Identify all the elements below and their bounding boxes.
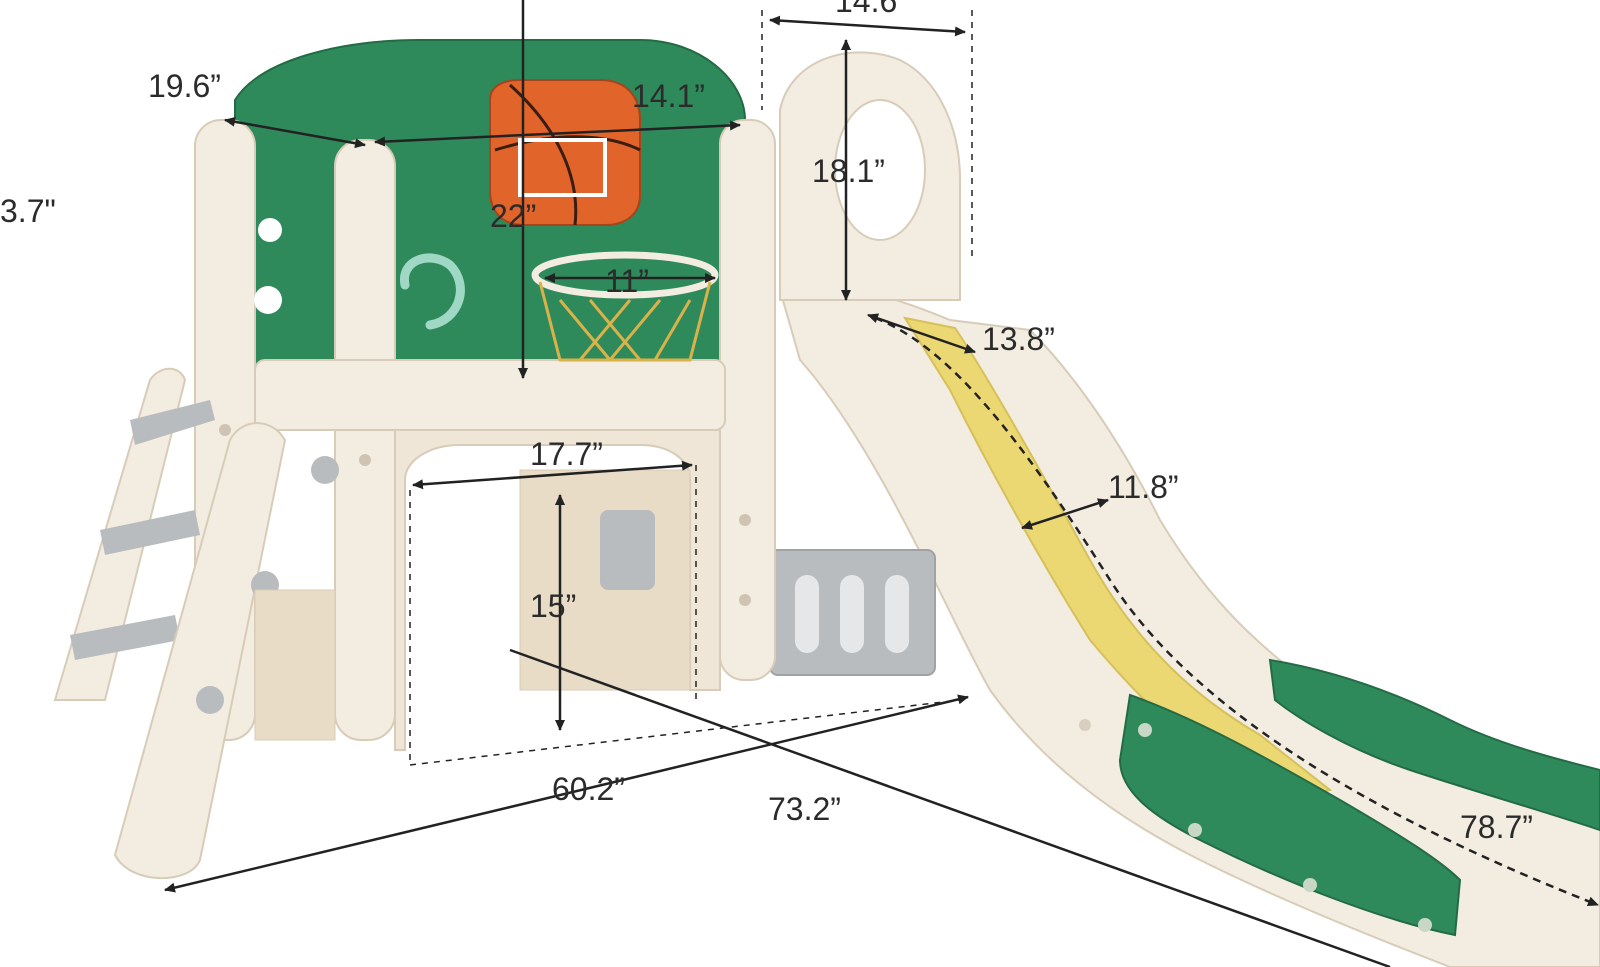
slide-rivet	[1079, 719, 1091, 731]
dim-line-total-length	[509, 648, 1391, 967]
label-slide-lane-width: 11.8”	[1108, 469, 1179, 505]
tower-peg-hole	[254, 286, 282, 314]
slide-rivet	[1138, 723, 1152, 737]
label-ladder-height: 18.1”	[812, 153, 885, 189]
tower-mid-post	[334, 139, 396, 741]
dim-line-arch-width	[412, 460, 693, 490]
ladder-bolt	[196, 686, 224, 714]
mint-handle	[400, 253, 465, 330]
tower-deck-beam	[254, 359, 726, 431]
dim-line-top	[769, 15, 966, 37]
label-hoop-height: 22”	[490, 198, 536, 234]
label-arch-width: 17.7”	[530, 436, 603, 472]
slide	[778, 286, 1600, 967]
ladder-step	[130, 400, 215, 445]
ladder-bolt	[311, 456, 339, 484]
slide-rivet	[1303, 878, 1317, 892]
label-hoop-diameter: 11”	[605, 263, 649, 299]
ladder-step	[100, 510, 200, 555]
grey-wall-slot	[840, 575, 864, 653]
ladder-front-rail	[113, 422, 287, 880]
tower-peg-hole	[258, 218, 282, 242]
slide-rivet	[1188, 823, 1202, 837]
grey-wall-slot	[885, 575, 909, 653]
label-roof-depth: 19.6”	[148, 68, 221, 104]
tower-rivet	[359, 454, 371, 466]
label-slide-top-width: 13.8”	[982, 321, 1055, 357]
dim-line-roof-width	[374, 120, 741, 147]
slide-green-left-rail	[1118, 693, 1462, 937]
dim-line-slide-top	[867, 313, 976, 354]
tower-rivet	[219, 424, 231, 436]
ladder-lower-panel	[254, 589, 336, 741]
dim-line-slide-length	[874, 316, 1599, 907]
label-slide-length: 78.7”	[1460, 809, 1533, 845]
dim-guide	[409, 699, 961, 766]
climb-hole	[834, 99, 926, 241]
hoop-net	[538, 281, 712, 362]
ladder	[53, 367, 339, 880]
label-roof-width: 14.1”	[632, 78, 705, 114]
dim-line-total-width	[164, 694, 969, 893]
label-total-length: 73.2”	[768, 791, 841, 827]
label-left-cut: 3.7"	[0, 193, 56, 229]
dimension-labels: 14.6” 3.7" 19.6” 14.1” 22” 11” 18.1” 13.…	[0, 0, 1533, 845]
ladder-step	[70, 615, 180, 660]
basketball-seam	[508, 83, 578, 226]
tower-rivet	[739, 514, 751, 526]
climb-panel	[779, 51, 961, 301]
dimension-lines	[164, 0, 1599, 967]
dim-line-roof-depth	[224, 116, 366, 149]
slide-yellow-lane	[902, 316, 1333, 802]
dim-line-slide-lane	[1021, 498, 1109, 530]
grey-wall-slot	[795, 575, 819, 653]
basketball-icon	[489, 79, 641, 226]
tower-rivet	[739, 594, 751, 606]
tower-grey-step	[600, 510, 655, 590]
label-total-width: 60.2”	[552, 771, 625, 807]
slide-rivet	[1418, 918, 1432, 932]
grey-climb-wall	[769, 549, 936, 676]
label-arch-height: 15”	[530, 588, 576, 624]
label-top-cut: 14.6”	[835, 0, 908, 19]
